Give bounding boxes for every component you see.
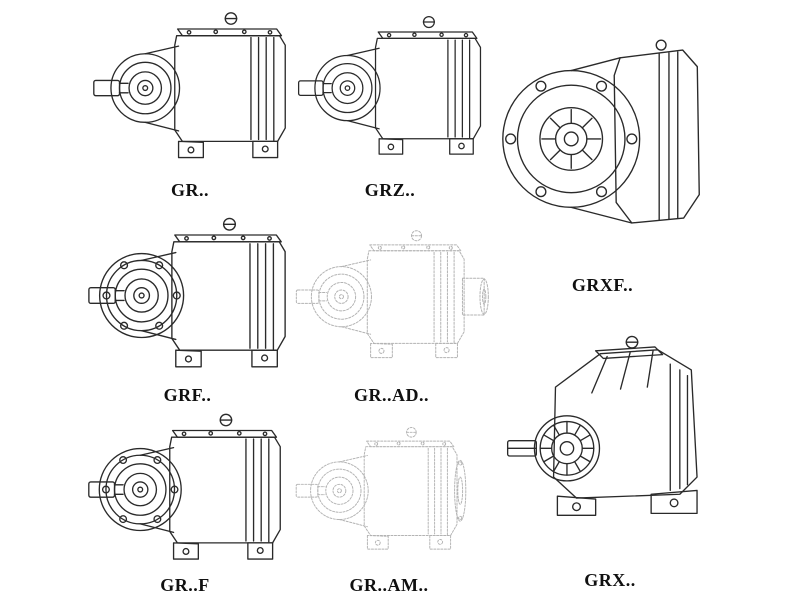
figure-grff: GR..F [85,408,285,600]
figure-grf: GRF.. [85,210,290,410]
grx-gearbox-drawing [506,335,698,516]
gr-label: GR.. [171,180,209,200]
figure-grx: GRX.. [500,300,720,595]
gram-gearbox-drawing [295,427,467,550]
grf-gearbox-drawing [85,210,290,383]
figure-grxf: GRXF.. [495,0,710,300]
figure-grz: GRZ.. [295,0,485,205]
figure-gr: GR.. [90,0,290,205]
figure-gram: GR..AM.. [293,410,485,600]
gram-label: GR..AM.. [349,575,429,595]
grz-gearbox-drawing [297,15,482,155]
grx-label: GRX.. [584,570,636,590]
grad-label: GR..AD.. [354,385,429,405]
grz-label: GRZ.. [364,180,416,200]
grxf-gearbox-drawing [502,39,700,224]
grad-gearbox-drawing [295,230,489,359]
gr-gearbox-drawing [93,12,286,159]
grff-gearbox-drawing [85,408,285,573]
grxf-label: GRXF.. [571,275,634,295]
grf-label: GRF.. [163,385,212,405]
grff-label: GR..F [160,575,210,595]
figure-grad: GR..AD.. [293,212,490,410]
